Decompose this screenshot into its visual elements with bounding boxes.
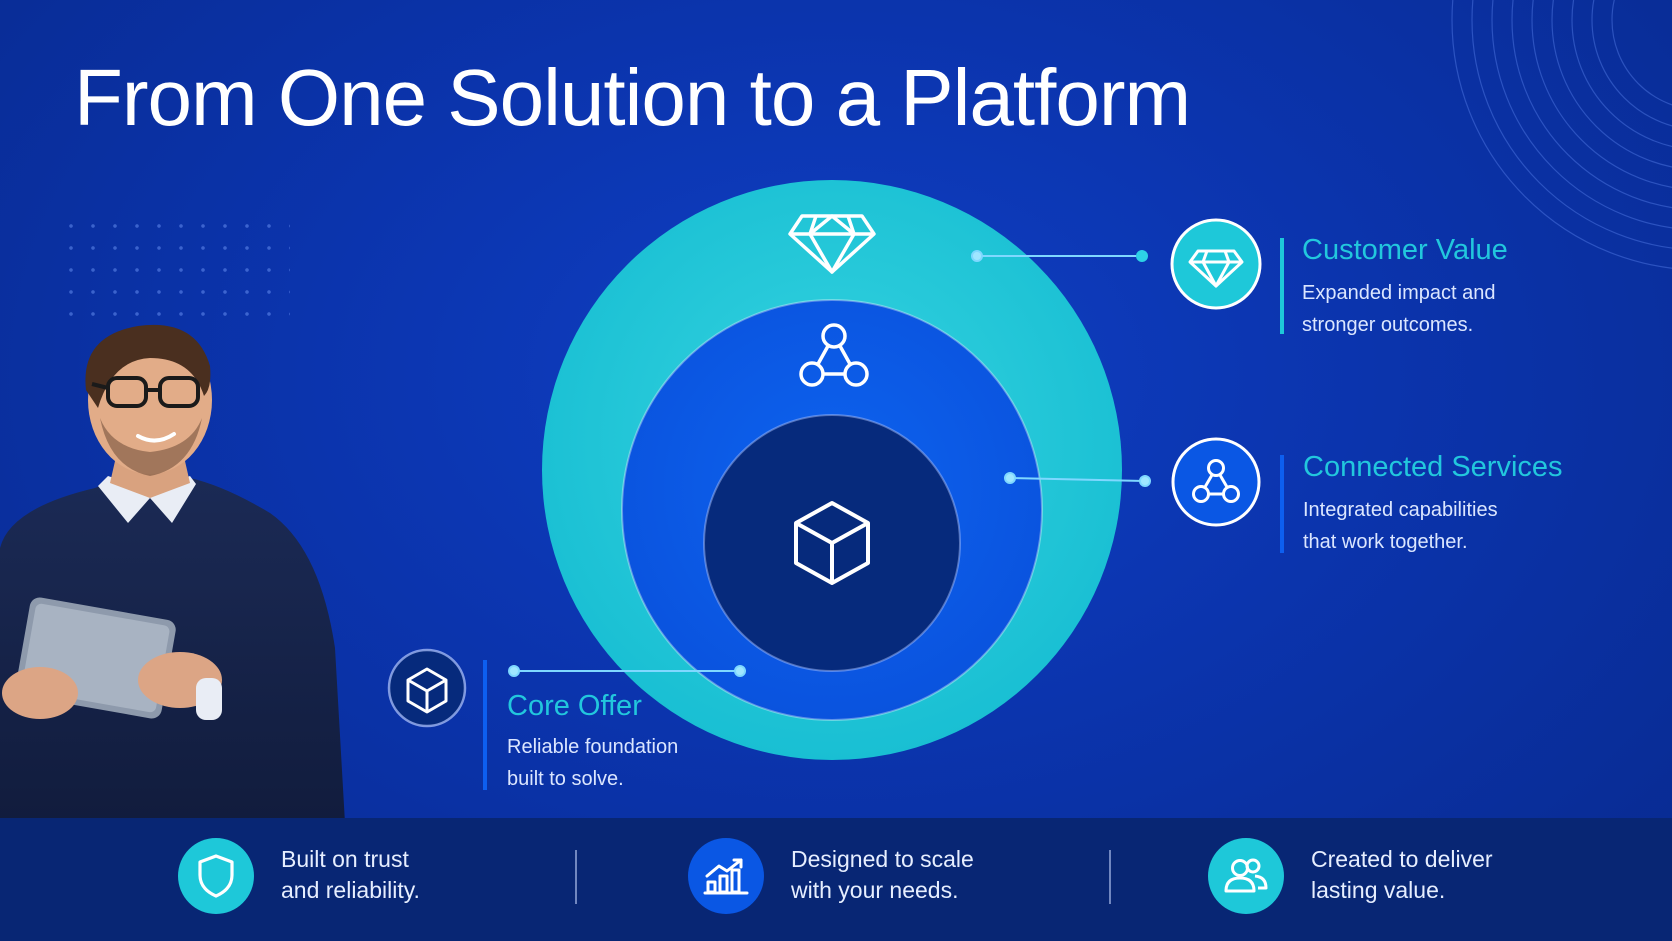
cube-icon <box>406 667 448 714</box>
footer-value-line2: lasting value. <box>1311 877 1446 903</box>
customer-value-accent-bar <box>1280 238 1284 334</box>
network-icon <box>1192 459 1240 503</box>
core-offer-block: Core Offer Reliable foundation built to … <box>507 690 678 795</box>
concentric-layer-diagram <box>387 180 1262 760</box>
connected-services-badge <box>1171 437 1261 527</box>
customer-value-desc-line1: Expanded impact and <box>1302 282 1496 304</box>
diamond-icon <box>788 214 876 274</box>
core-offer-title: Core Offer <box>507 690 642 722</box>
diamond-icon <box>1188 249 1244 288</box>
footer-scale-badge <box>688 838 764 914</box>
footer-trust-line2: and reliability. <box>281 877 420 903</box>
growth-chart-icon <box>703 858 749 895</box>
core-offer-desc-line1: Reliable foundation <box>507 736 679 758</box>
footer-scale-line1: Designed to scale <box>791 846 974 872</box>
footer-divider <box>1109 850 1111 904</box>
users-icon <box>1224 858 1268 893</box>
person-illustration <box>0 324 345 823</box>
customer-value-badge <box>1170 218 1262 310</box>
footer-scale-text: Designed to scale with your needs. <box>791 844 974 906</box>
footer-value-text: Created to deliver lasting value. <box>1311 844 1493 906</box>
shield-icon <box>198 854 234 898</box>
connected-services-desc-line2: that work together. <box>1303 531 1468 553</box>
footer-scale-line2: with your needs. <box>791 877 959 903</box>
decorative-dot-grid <box>60 215 290 325</box>
footer-value-line1: Created to deliver <box>1311 846 1493 872</box>
footer-band <box>0 818 1672 941</box>
core-offer-desc-line2: built to solve. <box>507 768 624 790</box>
footer-trust-badge <box>178 838 254 914</box>
footer-value-badge <box>1208 838 1284 914</box>
footer-divider <box>575 850 577 904</box>
connected-services-title: Connected Services <box>1303 451 1563 483</box>
customer-value-block: Customer Value Expanded impact and stron… <box>1302 234 1508 341</box>
footer-trust-line1: Built on trust <box>281 846 409 872</box>
cube-icon <box>794 501 870 585</box>
customer-value-title: Customer Value <box>1302 234 1508 266</box>
footer-trust-text: Built on trust and reliability. <box>281 844 420 906</box>
connected-services-desc-line1: Integrated capabilities <box>1303 499 1498 521</box>
connected-services-accent-bar <box>1280 455 1284 553</box>
core-offer-accent-bar <box>483 660 487 790</box>
connected-services-block: Connected Services Integrated capabiliti… <box>1303 451 1563 558</box>
network-icon <box>799 323 869 387</box>
slide-title: From One Solution to a Platform <box>74 53 1191 142</box>
core-offer-badge <box>387 648 467 728</box>
customer-value-desc-line2: stronger outcomes. <box>1302 314 1474 336</box>
decorative-arcs <box>1451 0 1672 269</box>
